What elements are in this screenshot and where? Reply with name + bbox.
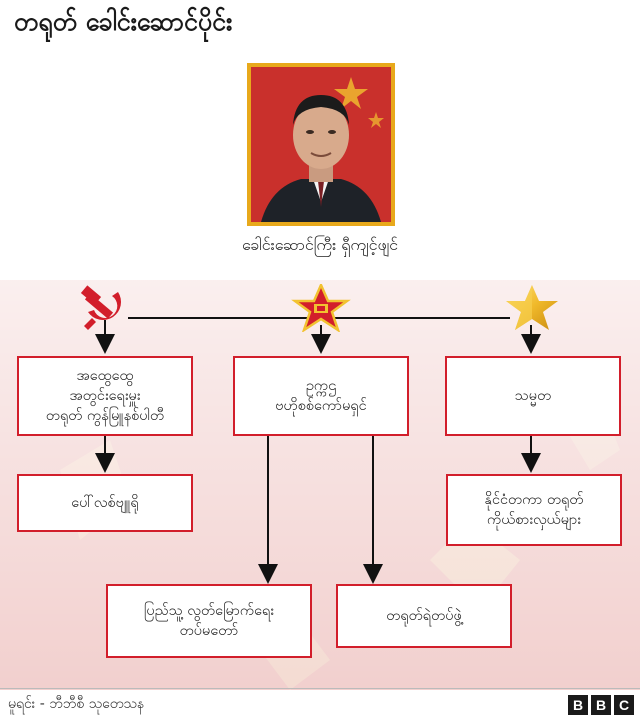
president-label: သမ္မတ — [514, 388, 552, 404]
bbc-logo-letter: B — [591, 695, 611, 715]
liberation-army-label: ပြည်သူ့ လွတ်မြောက်ရေး တပ်မတော် — [144, 603, 274, 639]
pla-star-icon — [291, 284, 351, 332]
bbc-logo-letter: C — [614, 695, 634, 715]
president-box: သမ္မတ — [445, 356, 621, 436]
leader-portrait — [247, 63, 395, 226]
state-representatives-label: နိုင်ငံတကာ တရုတ် ကိုယ်စားလှယ်များ — [484, 492, 584, 528]
party-general-secretary-label: အထွေထွေ အတွင်းရေးမှူး တရုတ် ကွန်မြူနစ်ပါ… — [45, 368, 165, 424]
military-commission-box: ဥက္ကဌ ဗဟိုစစ်ကော်မရှင် — [233, 356, 409, 436]
party-general-secretary-box: အထွေထွေ အတွင်းရေးမှူး တရုတ် ကွန်မြူနစ်ပါ… — [17, 356, 193, 436]
hammer-sickle-icon — [80, 285, 122, 330]
bbc-logo: B B C — [568, 695, 634, 715]
portrait-image — [251, 67, 391, 222]
military-commission-label: ဥက္ကဌ ဗဟိုစစ်ကော်မရှင် — [275, 378, 367, 414]
leader-name: ခေါင်းဆောင်ကြီး ရှီကျင့်ဖျင် — [241, 235, 399, 254]
footer-divider — [0, 688, 640, 689]
state-representatives-box: နိုင်ငံတကာ တရုတ် ကိုယ်စားလှယ်များ — [446, 474, 622, 546]
liberation-army-box: ပြည်သူ့ လွတ်မြောက်ရေး တပ်မတော် — [106, 584, 312, 658]
page-title: တရုတ် ခေါင်းဆောင်ပိုင်း — [14, 7, 233, 36]
gold-star-icon — [506, 285, 558, 330]
police-force-box: တရုတ်ရဲတပ်ဖွဲ့ — [336, 584, 512, 648]
politburo-box: ပေါ်လစ်ဗျူရို — [17, 474, 193, 532]
bbc-logo-letter: B — [568, 695, 588, 715]
police-force-label: တရုတ်ရဲတပ်ဖွဲ့ — [386, 608, 462, 624]
politburo-label: ပေါ်လစ်ဗျူရို — [71, 495, 139, 511]
source-credit: မူရင်း - ဘီဘီစီ သုတေသန — [8, 696, 145, 712]
